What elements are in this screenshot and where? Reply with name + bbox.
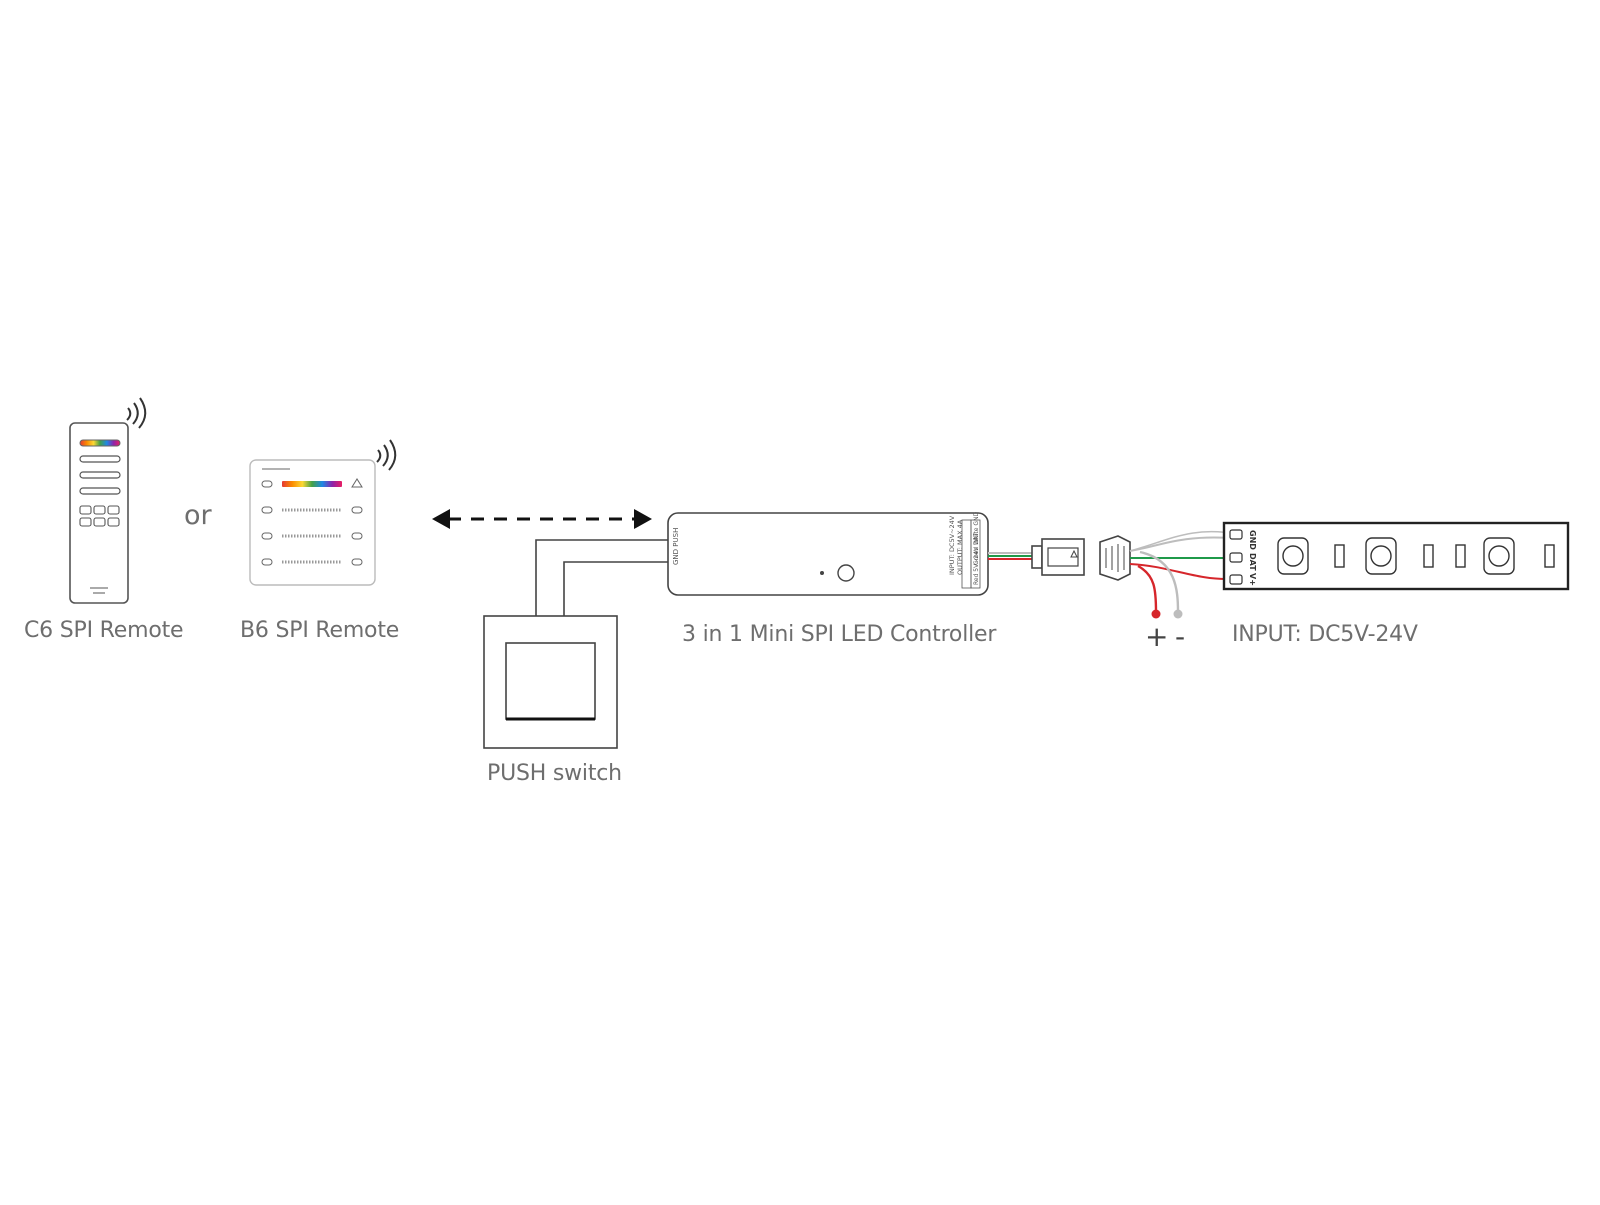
controller-pin-label: White GND — [973, 512, 980, 545]
strip-pad-label: GND — [1248, 530, 1257, 550]
input-voltage-label: INPUT: DC5V-24V — [1232, 622, 1418, 647]
negative-terminal — [1173, 609, 1183, 619]
controller-label: 3 in 1 Mini SPI LED Controller — [682, 622, 997, 647]
controller-spec-line2: OUTPUT: MAX 4A — [956, 519, 964, 575]
controller-pin-label: Green DAT — [973, 533, 980, 565]
controller-port-label: GND PUSH — [672, 528, 680, 565]
wireless-signal-icon — [126, 397, 147, 429]
wireless-signal-icon — [376, 439, 397, 471]
c6-remote-label: C6 SPI Remote — [24, 618, 184, 643]
push-switch — [483, 615, 618, 749]
controller-output-wires — [988, 552, 1032, 560]
positive-terminal — [1151, 609, 1161, 619]
controller-spec-line1: INPUT: DC5V~24V — [948, 515, 956, 575]
or-label: or — [184, 500, 212, 531]
led-strip: GND DAT V+ — [1222, 521, 1570, 591]
b6-remote — [249, 459, 376, 586]
push-switch-wires — [535, 539, 668, 616]
push-switch-label: PUSH switch — [487, 761, 622, 786]
power-leads — [1137, 550, 1180, 613]
strip-pad-label: DAT — [1248, 553, 1257, 571]
strip-pad-label: V+ — [1248, 573, 1257, 586]
wireless-link-arrow — [432, 509, 652, 529]
male-connector — [1031, 538, 1085, 576]
controller-pin-label: Red 5V~24V — [973, 546, 980, 585]
positive-label: + — [1145, 620, 1169, 653]
negative-label: - — [1175, 620, 1186, 653]
b6-remote-label: B6 SPI Remote — [240, 618, 400, 643]
c6-remote — [69, 422, 129, 604]
controller: GND PUSH INPUT: DC5V~24V OUTPUT: MAX 4A … — [667, 512, 989, 596]
female-connector — [1099, 535, 1131, 581]
